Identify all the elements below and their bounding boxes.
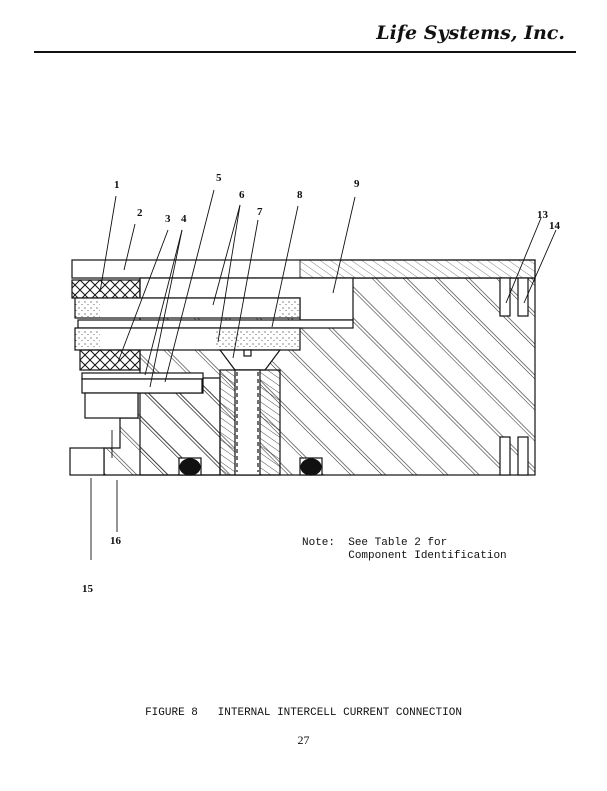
figure-caption: FIGURE 8 INTERNAL INTERCELL CURRENT CONN… [145,707,462,719]
callout-5: 5 [216,172,222,184]
callout-15: 15 [82,583,94,595]
part-16 [84,392,139,419]
company-header: Life Systems, Inc. [376,22,565,44]
callout-3: 3 [165,213,171,225]
screen-1 [71,279,141,299]
callout-4: 4 [181,213,187,225]
callout-1: 1 [114,179,120,191]
note-line-1: See Table 2 for [348,537,448,549]
o-ring-right [300,458,322,476]
callout-9: 9 [354,178,360,190]
slot-13 [499,277,511,317]
header-rule [34,51,576,53]
callout-16: 16 [110,535,122,547]
part-15 [69,447,105,476]
note-line-2: Component Identification [348,550,507,562]
note-prefix: Note: [302,537,336,549]
callout-13: 13 [537,209,549,221]
slot-14 [517,277,529,317]
o-ring-left [179,458,201,476]
membrane-8 [77,319,354,329]
page-number: 27 [297,733,310,747]
callout-14: 14 [549,220,561,232]
callout-7: 7 [257,206,263,218]
callout-6: 6 [239,189,245,201]
screen-3 [79,349,141,371]
membrane-4 [81,372,204,380]
callout-2: 2 [137,207,143,219]
callout-8: 8 [297,189,303,201]
bolt-shank [234,369,261,476]
electrode-6-upper [74,297,301,319]
figure-note: Note: See Table 2 for Component Identifi… [302,537,507,563]
